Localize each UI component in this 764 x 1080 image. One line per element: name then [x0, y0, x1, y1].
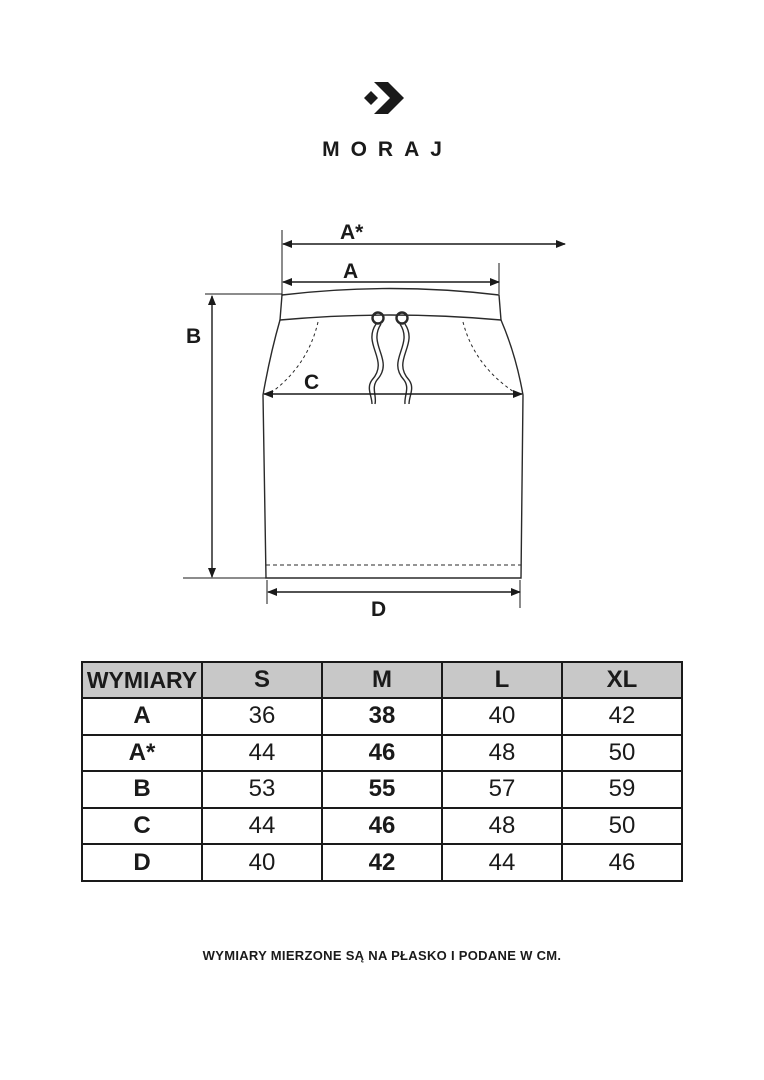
table-cell: 44 — [441, 843, 563, 882]
table-cell: 50 — [561, 733, 683, 773]
moraj-chevron-logo-icon — [364, 82, 404, 114]
header-cell-dimensions: WYMIARY — [81, 661, 203, 699]
label-a-star: A* — [340, 221, 364, 244]
row-label: B — [81, 770, 203, 809]
table-cell: 42 — [561, 697, 683, 736]
table-row: C 44 46 48 50 — [81, 806, 683, 846]
table-cell: 46 — [321, 733, 443, 773]
header-cell-size: M — [321, 661, 443, 699]
table-row: A* 44 46 48 50 — [81, 733, 683, 773]
row-label: D — [81, 843, 203, 882]
table-cell: 40 — [201, 843, 323, 882]
size-table: WYMIARY S M L XL A 36 38 40 42 A* 44 46 … — [81, 661, 683, 882]
header-cell-size: S — [201, 661, 323, 699]
label-d: D — [371, 598, 386, 620]
label-a: A — [343, 260, 358, 283]
header-cell-size: L — [441, 661, 563, 699]
table-cell: 50 — [561, 806, 683, 846]
header-cell-size: XL — [561, 661, 683, 699]
table-cell: 40 — [441, 697, 563, 736]
brand-name: MORAJ — [322, 138, 453, 161]
measurement-note: WYMIARY MIERZONE SĄ NA PŁASKO I PODANE W… — [202, 948, 562, 963]
table-cell: 48 — [441, 806, 563, 846]
brand-logo — [0, 78, 764, 126]
table-cell: 44 — [201, 733, 323, 773]
table-cell: 46 — [561, 843, 683, 882]
table-cell: 36 — [201, 697, 323, 736]
table-cell: 53 — [201, 770, 323, 809]
table-cell: 46 — [321, 806, 443, 846]
table-cell: 57 — [441, 770, 563, 809]
table-row: A 36 38 40 42 — [81, 697, 683, 736]
table-row: D 40 42 44 46 — [81, 843, 683, 882]
table-cell: 44 — [201, 806, 323, 846]
size-table-header-row: WYMIARY S M L XL — [81, 661, 683, 699]
label-c: C — [304, 371, 319, 394]
table-cell: 42 — [321, 843, 443, 882]
row-label: A — [81, 697, 203, 736]
row-label: C — [81, 806, 203, 846]
table-cell: 38 — [321, 697, 443, 736]
table-cell: 55 — [321, 770, 443, 809]
skirt-outline — [262, 287, 524, 579]
table-cell: 48 — [441, 733, 563, 773]
table-cell: 59 — [561, 770, 683, 809]
table-row: B 53 55 57 59 — [81, 770, 683, 809]
row-label: A* — [81, 733, 203, 773]
label-b: B — [186, 325, 201, 348]
skirt-measurement-diagram: A* A B C D — [183, 221, 566, 620]
